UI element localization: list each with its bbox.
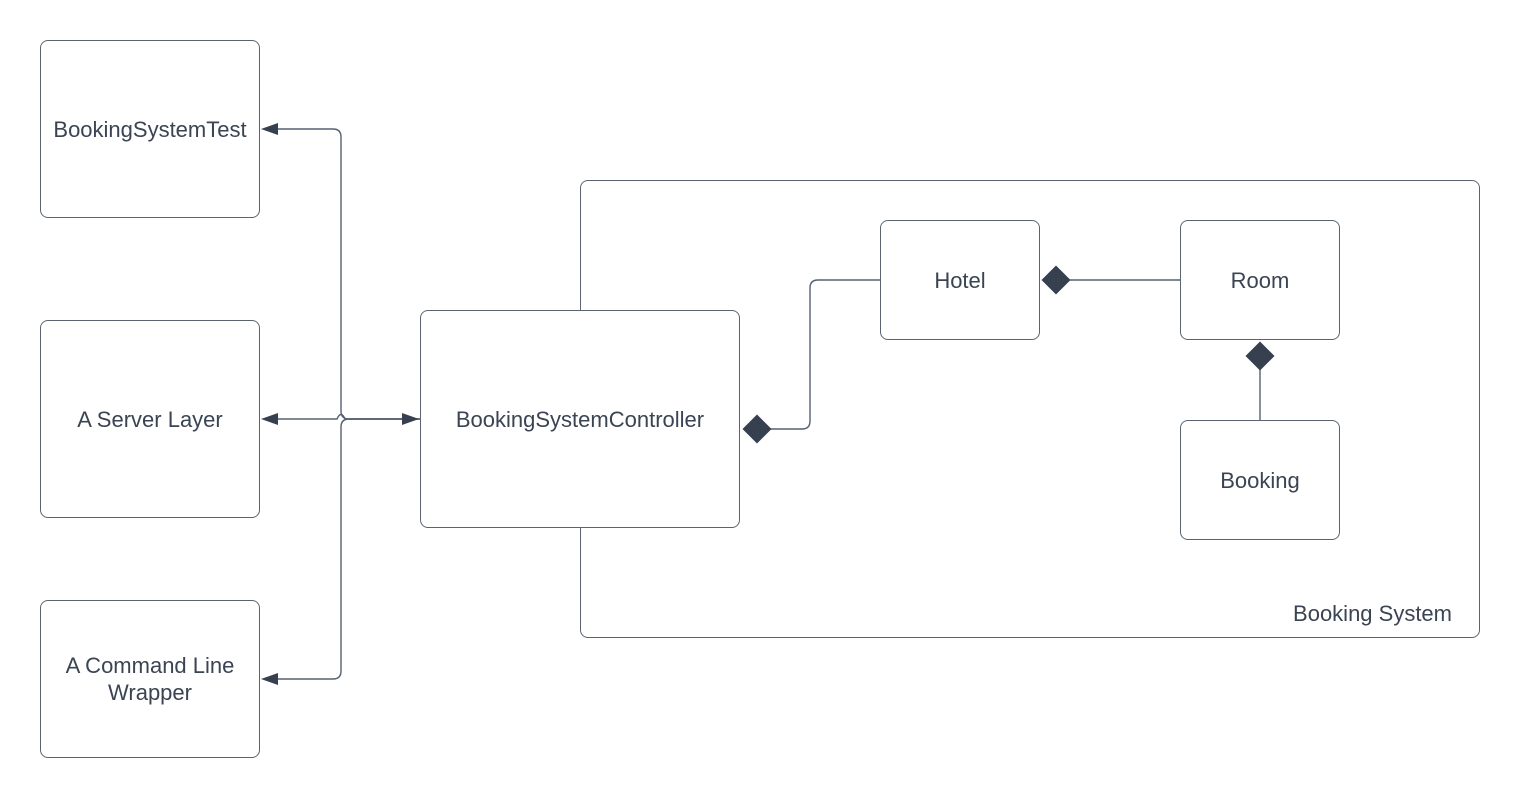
node-a-command-line-wrapper-label: A Command Line Wrapper xyxy=(65,653,235,705)
arrowhead-icon-server-layer xyxy=(261,413,278,425)
node-room-label: Room xyxy=(1230,267,1290,293)
node-hotel-label: Hotel xyxy=(934,267,986,293)
node-a-server-layer[interactable]: A Server Layer xyxy=(40,320,260,518)
node-room[interactable]: Room xyxy=(1180,220,1340,340)
arrowhead-icon-wrapper xyxy=(261,673,278,685)
arrowhead-icon-test xyxy=(261,123,278,135)
node-hotel[interactable]: Hotel xyxy=(880,220,1040,340)
edge-controller-to-server-layer[interactable] xyxy=(277,413,404,420)
container-booking-system-label: Booking System xyxy=(1293,601,1452,626)
arrowhead-icon-controller xyxy=(402,413,419,425)
node-a-command-line-wrapper[interactable]: A Command Line Wrapper xyxy=(40,600,260,758)
edge-controller-to-test[interactable] xyxy=(277,128,421,420)
edge-controller-to-wrapper[interactable] xyxy=(277,418,421,680)
node-booking-label: Booking xyxy=(1220,467,1300,493)
node-booking[interactable]: Booking xyxy=(1180,420,1340,540)
node-booking-system-controller-label: BookingSystemController xyxy=(455,406,705,432)
node-a-server-layer-label: A Server Layer xyxy=(77,406,223,432)
node-booking-system-controller[interactable]: BookingSystemController xyxy=(420,310,740,528)
node-booking-system-test[interactable]: BookingSystemTest xyxy=(40,40,260,218)
node-booking-system-test-label: BookingSystemTest xyxy=(53,116,247,142)
